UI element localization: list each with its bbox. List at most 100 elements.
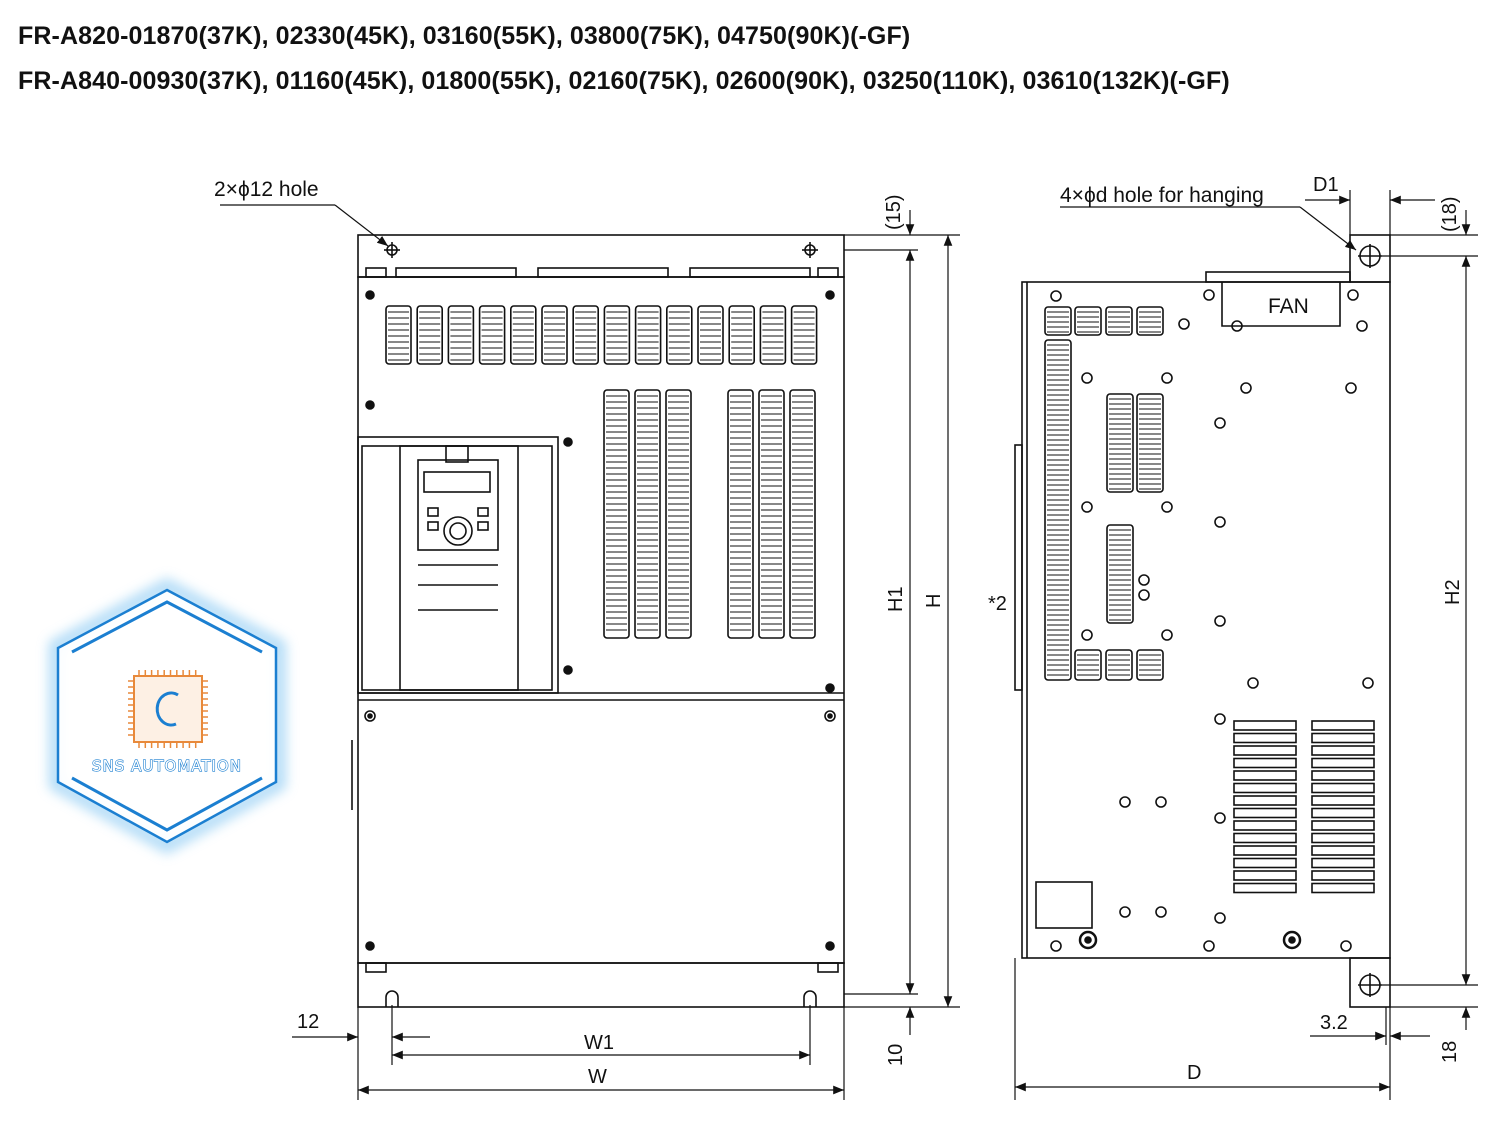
hole — [1161, 501, 1173, 513]
slot — [1311, 807, 1375, 819]
side-nameplate — [1035, 881, 1093, 929]
vent-louver — [789, 389, 816, 639]
vent-louver — [790, 305, 818, 365]
vent-louver — [665, 305, 693, 365]
bottom-tab — [817, 962, 839, 973]
vent-louver — [634, 305, 662, 365]
side-lower-slots — [1233, 720, 1375, 894]
hole — [1214, 812, 1226, 824]
slot — [1233, 745, 1297, 756]
side-vents — [1044, 306, 1164, 681]
vent-louver — [759, 305, 787, 365]
slot — [1311, 845, 1375, 856]
side-holes — [1050, 289, 1374, 952]
brand-watermark: SNS AUTOMATION — [49, 578, 286, 855]
hole — [1214, 615, 1226, 627]
slot — [1311, 857, 1375, 869]
vent-louver — [447, 305, 475, 365]
vent-louver — [1105, 306, 1133, 336]
dim-h2: H2 — [1442, 579, 1464, 605]
hole — [1081, 629, 1093, 641]
screw — [365, 290, 375, 300]
vent-louver — [1136, 393, 1164, 493]
front-screws — [364, 290, 836, 951]
dim-top-offset-side: (18) — [1439, 196, 1461, 232]
vent-louver — [1074, 306, 1102, 336]
vent-louver — [385, 305, 412, 365]
page-title-line-2: FR-A840-00930(37K), 01160(45K), 01800(55… — [18, 67, 1230, 95]
dim-h1: H1 — [885, 586, 907, 612]
hole — [1231, 320, 1243, 332]
dim-d: D — [1187, 1062, 1201, 1084]
fan-housing — [1221, 282, 1341, 327]
note-mark: *2 — [988, 593, 1007, 615]
hole — [1178, 318, 1190, 330]
hole — [1081, 372, 1093, 384]
hole — [1347, 289, 1359, 301]
slot — [1311, 757, 1375, 769]
vent-louver — [1136, 649, 1164, 681]
operation-panel — [417, 459, 499, 551]
hanging-label: 4×ϕd hole for hanging — [1060, 184, 1264, 207]
fan-top-rail — [1205, 271, 1351, 283]
chip-icon — [128, 670, 208, 748]
hole — [1161, 629, 1173, 641]
vent-louver — [1106, 393, 1134, 493]
hole — [1203, 289, 1215, 301]
dim-thickness: 3.2 — [1320, 1012, 1348, 1034]
slot — [1311, 882, 1375, 894]
vent-louver — [1074, 649, 1102, 681]
top-tab — [395, 267, 517, 278]
slot — [1233, 720, 1297, 731]
hole — [1155, 906, 1167, 918]
front-panel-frame — [357, 436, 559, 694]
hole — [1155, 796, 1167, 808]
vent-louver — [728, 305, 756, 365]
hole — [1081, 501, 1093, 513]
page-title-line-1: FR-A820-01870(37K), 02330(45K), 03160(55… — [18, 22, 911, 50]
hole — [1214, 713, 1226, 725]
front-right-vents — [603, 389, 816, 639]
slot — [1311, 770, 1375, 781]
dim-h: H — [923, 594, 945, 608]
slot — [1233, 770, 1297, 781]
vent-louver — [1105, 649, 1133, 681]
front-body — [357, 276, 845, 964]
screw — [563, 437, 573, 447]
side-bottom-bracket — [1349, 957, 1391, 1008]
front-top-tabs — [365, 267, 839, 278]
hole — [1214, 516, 1226, 528]
hole — [1161, 372, 1173, 384]
top-tab — [817, 267, 839, 278]
screw — [824, 710, 836, 722]
slot — [1233, 732, 1297, 744]
dim-bottom-offset-front: 10 — [885, 1044, 907, 1066]
slot — [1233, 870, 1297, 881]
hole — [1050, 290, 1062, 302]
front-upper-vents — [385, 305, 818, 365]
hole — [1214, 912, 1226, 924]
fan-label: FAN — [1268, 295, 1309, 318]
hole — [1247, 677, 1259, 689]
top-tab — [365, 267, 387, 278]
top-tab — [689, 267, 811, 278]
screw — [365, 400, 375, 410]
side-view — [1014, 190, 1478, 1100]
vent-louver — [416, 305, 444, 365]
front-mounting-holes — [384, 242, 818, 1007]
slot — [1311, 870, 1375, 881]
slot — [1311, 820, 1375, 831]
vent-louver — [758, 389, 785, 639]
vent-louver — [1044, 306, 1072, 336]
screw — [365, 941, 375, 951]
dim-w: W — [588, 1066, 607, 1088]
slot — [1233, 845, 1297, 856]
hole — [1240, 382, 1252, 394]
side-cover-edge — [1014, 444, 1023, 691]
front-top-flange — [357, 234, 845, 278]
top-tab — [537, 267, 669, 278]
hole — [1203, 940, 1215, 952]
hole — [1119, 796, 1131, 808]
screw — [364, 710, 376, 722]
